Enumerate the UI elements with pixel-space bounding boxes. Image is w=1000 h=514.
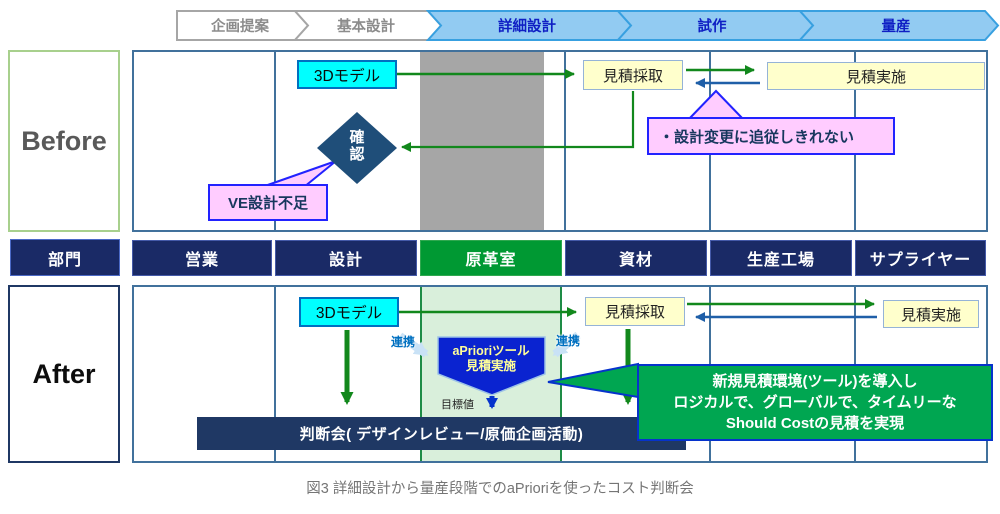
phase-label-basic-design: 基本設計 [336,17,395,35]
dept-cell-factory: 生産工場 [710,240,852,276]
design-change-issue-callout: ・設計変更に追従しきれない [647,117,895,155]
after-3d-model-text: 3Dモデル [315,305,383,322]
target-value-label: 目標値 [441,396,474,412]
after-estimate-execute-text: 見積実施 [900,306,961,324]
before-row-label: Before [8,50,120,232]
before-estimate-collect-text: 見積採取 [602,67,663,85]
phase-label-prototype: 試作 [698,17,727,35]
benefit-line-2: ロジカルで、グローバルで、タイムリーな [673,393,957,411]
after-estimate-execute-box: 見積実施 [883,300,979,328]
dept-label: 営業 [184,252,219,269]
grid-line [274,287,276,461]
confirm-diamond-text: 確認 [349,129,365,163]
issue-callout-pointer [685,89,747,121]
grid-line [564,52,566,230]
before-estimate-collect-box: 見積採取 [583,60,683,90]
ve-shortage-text: VE設計不足 [227,195,308,212]
before-estimate-execute-text: 見積実施 [845,68,906,86]
dept-cell-design: 設計 [275,240,417,276]
link-label-left: 連携 [391,333,415,350]
link-arrow-left [397,332,429,358]
benefit-callout-pointer [547,362,639,399]
dept-cell-sales: 営業 [132,240,272,276]
before-3d-model-box: 3Dモデル [297,60,397,89]
phase-chevron-bar: 企画提案 基本設計 詳細設計 試作 量産 [176,10,1000,41]
figure-caption: 図3 詳細設計から量産段階でのaPrioriを使ったコスト判断会 [0,477,1000,498]
design-change-issue-text: ・設計変更に追従しきれない [659,128,855,146]
department-header: 部門 [10,239,120,276]
phase-label-planning: 企画提案 [210,17,269,35]
after-estimate-collect-box: 見積採取 [585,297,685,326]
dept-label: サプライヤー [869,252,972,269]
decision-meeting-text: 判断会( デザインレビュー/原価企画活動) [299,426,584,443]
apriori-tool-shape [437,336,546,396]
dept-label: 原革室 [465,252,517,269]
target-value-text: 目標値 [441,399,474,411]
before-3d-model-text: 3Dモデル [313,67,381,85]
after-row-label-text: After [32,358,96,389]
grid-line [274,52,276,230]
before-gray-column [420,52,544,230]
benefit-callout: 新規見積環境(ツール)を導入し ロジカルで、グローバルで、タイムリーな Shou… [637,364,993,441]
decision-meeting-bar: 判断会( デザインレビュー/原価企画活動) [197,417,686,450]
after-estimate-collect-text: 見積採取 [604,304,665,321]
phase-label-mass-production: 量産 [882,17,911,35]
dept-label: 生産工場 [746,252,815,269]
benefit-line-1: 新規見積環境(ツール)を導入し [712,372,918,390]
dept-cell-materials: 資材 [565,240,707,276]
dept-cell-genkaku: 原革室 [420,240,562,276]
confirm-diamond [317,112,397,184]
dept-cell-supplier: サプライヤー [855,240,986,276]
apriori-tool-label-line1: aPrioriツール [452,344,530,358]
link-label-right-text: 連携 [556,334,581,348]
dept-label: 設計 [328,252,363,269]
confirm-diamond-label: 確認 [347,129,367,164]
after-row-label: After [8,285,120,463]
link-label-left-text: 連携 [391,335,416,349]
arrow-collect-to-confirm [401,91,635,152]
dept-label: 資材 [618,252,653,269]
apriori-tool-label-line2: 見積実施 [465,358,517,373]
before-row-label-text: Before [21,125,107,156]
after-3d-model-box: 3Dモデル [299,297,399,327]
figure-caption-text: 図3 詳細設計から量産段階でのaPrioriを使ったコスト判断会 [306,481,694,497]
phase-chevron-mass-production [797,10,1000,41]
department-header-text: 部門 [47,251,82,269]
phase-label-detail-design: 詳細設計 [498,17,556,35]
ve-shortage-callout: VE設計不足 [208,184,328,221]
benefit-line-3: Should Costの見積を実現 [725,415,905,433]
link-label-right: 連携 [556,332,580,349]
before-estimate-execute-box: 見積実施 [767,62,985,90]
link-arrow-right [552,331,581,358]
